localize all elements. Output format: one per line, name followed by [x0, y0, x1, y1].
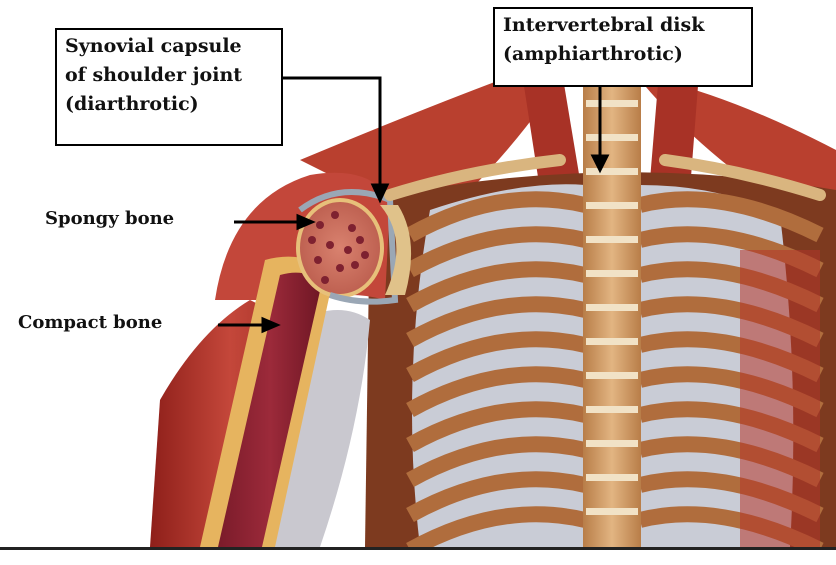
intervertebral-disk	[586, 236, 638, 243]
synovial-capsule-label: Synovial capsule of shoulder joint (diar…	[55, 28, 283, 146]
trabecula	[308, 236, 316, 244]
intervertebral-disk	[586, 100, 638, 107]
synovial-capsule-label-line-3: (diarthrotic)	[65, 90, 273, 119]
intervertebral-disk	[586, 440, 638, 447]
trabecula	[326, 241, 334, 249]
trabecula	[351, 261, 359, 269]
intervertebral-disk	[586, 372, 638, 379]
intercostal-muscles-right	[740, 250, 820, 547]
compact-bone-label: Compact bone	[18, 312, 162, 333]
trabecula	[331, 211, 339, 219]
intervertebral-disk	[586, 508, 638, 515]
intervertebral-disk	[586, 134, 638, 141]
spongy-bone-label: Spongy bone	[45, 208, 174, 229]
trabecula	[336, 264, 344, 272]
intervertebral-disk-label-line-1: Intervertebral disk	[503, 11, 743, 40]
intervertebral-disk	[586, 270, 638, 277]
intervertebral-disk	[586, 168, 638, 175]
intervertebral-disk	[586, 338, 638, 345]
intervertebral-disk	[586, 406, 638, 413]
synovial-capsule-label-line-2: of shoulder joint	[65, 61, 273, 90]
intervertebral-disk-label: Intervertebral disk (amphiarthrotic)	[493, 7, 753, 87]
intervertebral-disk	[586, 202, 638, 209]
trabecula	[344, 246, 352, 254]
bottom-border	[0, 547, 836, 561]
intervertebral-disk	[586, 304, 638, 311]
trabecula	[314, 256, 322, 264]
intervertebral-disk-label-line-2: (amphiarthrotic)	[503, 40, 743, 69]
trabecula	[316, 221, 324, 229]
intervertebral-disk	[586, 474, 638, 481]
trabecula	[356, 236, 364, 244]
humeral-head	[298, 200, 382, 296]
trabecula	[361, 251, 369, 259]
trabecula	[348, 224, 356, 232]
synovial-capsule-label-line-1: Synovial capsule	[65, 32, 273, 61]
trabecula	[321, 276, 329, 284]
